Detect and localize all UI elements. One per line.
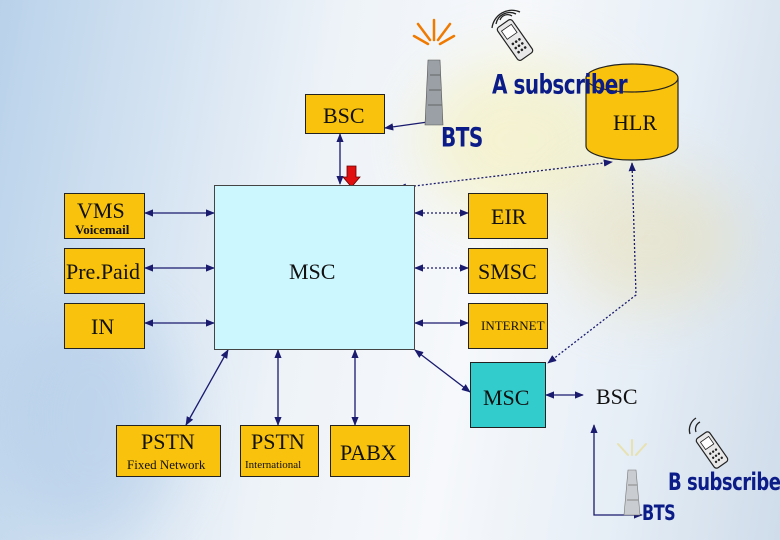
msc-main-node[interactable]: MSC — [214, 185, 415, 350]
smsc-label: SMSC — [478, 259, 537, 284]
signal-waves-icon — [412, 18, 456, 46]
eir-label: EIR — [491, 204, 527, 229]
antenna-tower-icon — [424, 59, 444, 126]
link-hlr-msc-remote — [547, 162, 637, 364]
signal-waves-icon — [491, 9, 521, 29]
mobile-phone-icon — [496, 19, 534, 61]
prepaid-node[interactable]: Pre.Paid — [64, 248, 145, 294]
b-subscriber-label: B subscriber — [668, 468, 780, 497]
signal-waves-icon — [617, 439, 647, 456]
pstn-intl-node[interactable]: PSTN International — [240, 425, 319, 477]
bsc-node[interactable]: BSC — [305, 94, 385, 134]
hlr-database — [585, 63, 679, 161]
vms-sublabel: Voicemail — [75, 222, 130, 237]
in-label: IN — [91, 314, 115, 339]
msc-remote-label: MSC — [483, 385, 530, 410]
msc-main-label: MSC — [289, 259, 336, 284]
mobile-phone-icon — [695, 431, 729, 469]
signal-waves-icon — [688, 417, 701, 435]
pstn-fixed-node[interactable]: PSTN Fixed Network — [116, 425, 221, 477]
pabx-label: PABX — [340, 440, 397, 465]
internet-label: INTERNET — [481, 318, 545, 333]
vms-label: VMS — [77, 198, 125, 223]
internet-node[interactable]: INTERNET — [468, 303, 548, 349]
eir-node[interactable]: EIR — [468, 193, 548, 239]
pstn-intl-label: PSTN — [251, 429, 305, 454]
link-msc-msc-remote — [414, 349, 471, 393]
prepaid-label: Pre.Paid — [66, 259, 140, 284]
msc-remote-node[interactable]: MSC — [470, 362, 546, 428]
bts-bottom-label: BTS — [642, 499, 676, 526]
bsc-node-label: BSC — [323, 103, 365, 128]
bts-top-label: BTS — [441, 120, 483, 154]
pstn-intl-sublabel: International — [245, 459, 302, 471]
pstn-fixed-label: PSTN — [141, 429, 195, 454]
antenna-tower-icon — [623, 469, 641, 516]
pabx-node[interactable]: PABX — [330, 425, 410, 477]
smsc-node[interactable]: SMSC — [468, 248, 548, 294]
hlr-label: HLR — [613, 110, 657, 135]
in-node[interactable]: IN — [64, 303, 145, 349]
signal-arrow — [342, 165, 361, 188]
bsc-remote-label[interactable]: BSC — [596, 384, 638, 409]
pstn-fixed-sublabel: Fixed Network — [127, 457, 206, 472]
a-subscriber-label: A subscriber — [492, 67, 628, 101]
vms-node[interactable]: VMS Voicemail — [64, 193, 145, 239]
link-msc-hlr — [397, 159, 613, 191]
link-msc-pstn-fixed — [185, 349, 229, 426]
